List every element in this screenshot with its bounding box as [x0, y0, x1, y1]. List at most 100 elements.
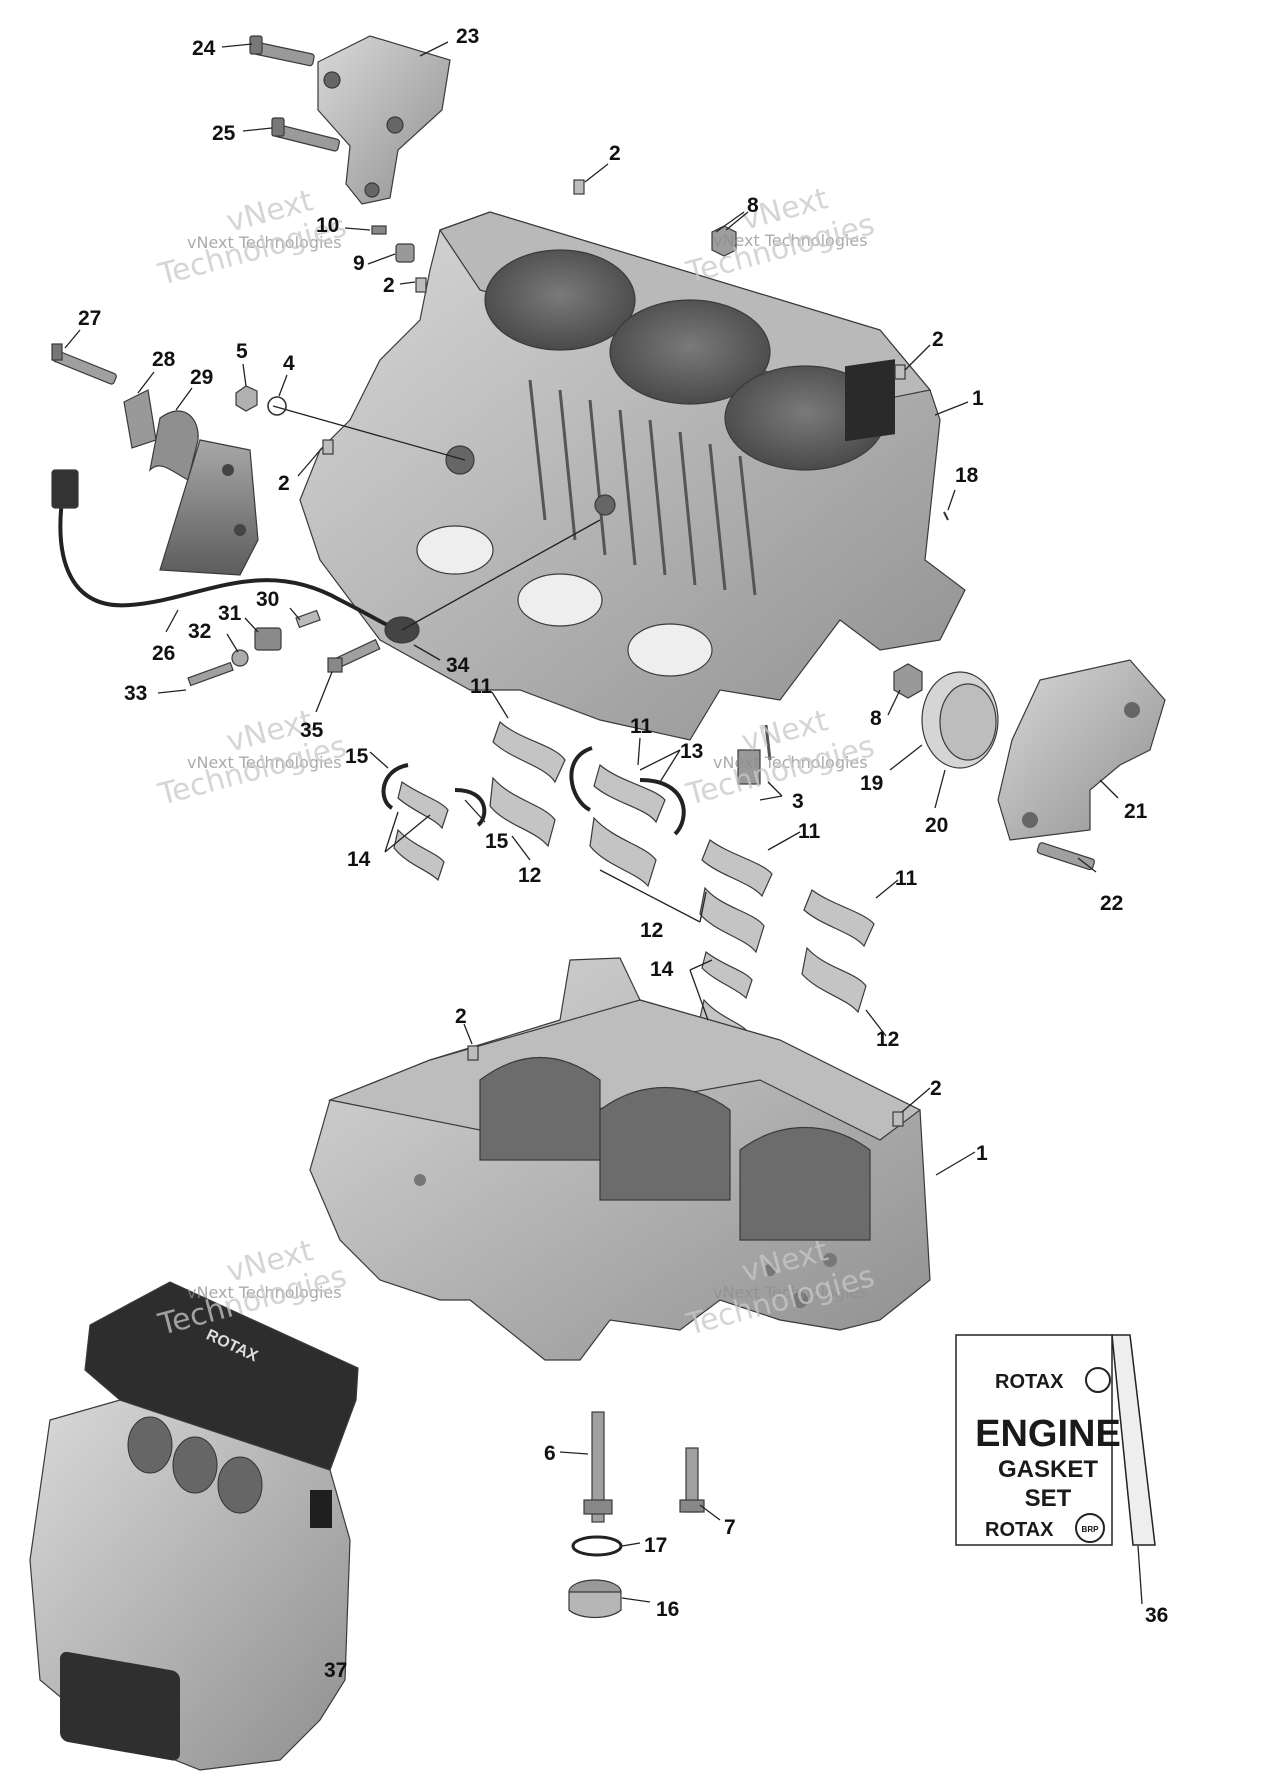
callout-29: 29: [190, 366, 213, 389]
crankcase-label-plate: [845, 359, 895, 442]
callout-14: 14: [347, 848, 371, 871]
svg-text:vNext Technologies: vNext Technologies: [187, 1283, 342, 1302]
callout-33: 33: [124, 682, 147, 705]
engine-mount-bracket-side-21: [997, 659, 1166, 841]
callout-23: 23: [456, 25, 479, 48]
brp-badge-bottom-icon: [1075, 1513, 1105, 1543]
brp-badge-text: BRP: [1082, 1525, 1100, 1534]
gasket-box-title: ENGINE: [975, 1413, 1121, 1455]
callout-17: 17: [644, 1534, 667, 1557]
o-ring-4: [267, 396, 287, 416]
callout-4: 4: [283, 352, 295, 375]
pin-18: [943, 511, 949, 521]
gasket-box-subtitle-line2: SET: [1025, 1485, 1072, 1512]
svg-text:vNext Technologies: vNext Technologies: [713, 753, 868, 772]
thrust-washers-13: [569, 746, 686, 836]
bolt-7: [679, 1447, 705, 1513]
washer-32: [231, 649, 249, 667]
o-ring-17: [571, 1535, 623, 1557]
bolt-22: [1036, 842, 1095, 871]
callout-6: 6: [544, 1442, 556, 1465]
drain-plug-16: [568, 1579, 622, 1619]
callout-11: 11: [470, 675, 493, 698]
callout-11: 11: [798, 820, 821, 843]
callout-8: 8: [747, 194, 759, 217]
rod-bearing-14a: [393, 780, 449, 882]
callout-2: 2: [455, 1005, 467, 1028]
plug-5: [235, 385, 258, 412]
dowel-pins-upper: [322, 179, 906, 455]
cover-20: [939, 683, 997, 761]
spacer-30: [295, 609, 321, 629]
callout-25: 25: [212, 122, 236, 145]
dowel-pins-lower: [467, 1045, 904, 1127]
callout-2: 2: [609, 142, 621, 165]
callout-37: 37: [324, 1659, 347, 1682]
callout-1: 1: [972, 387, 984, 410]
callout-12: 12: [518, 864, 541, 887]
svg-text:vNext Technologies: vNext Technologies: [187, 753, 342, 772]
knock-sensor-wire: [51, 469, 399, 632]
callout-2: 2: [278, 472, 290, 495]
callout-31: 31: [218, 602, 242, 625]
bolt-25: [271, 117, 341, 152]
lower-crankcase: [309, 957, 931, 1361]
main-bearing-11c: [699, 839, 773, 954]
callout-8: 8: [870, 707, 882, 730]
upper-crankcase: [299, 211, 966, 741]
callout-14: 14: [650, 958, 674, 981]
callout-12: 12: [876, 1028, 899, 1051]
svg-text:vNext Technologies: vNext Technologies: [713, 1283, 868, 1302]
bolt-33: [187, 661, 234, 687]
callout-26: 26: [152, 642, 175, 665]
brp-badge-top-icon: [1085, 1367, 1111, 1393]
cylinder-bore-1: [484, 249, 636, 351]
callout-2: 2: [383, 274, 395, 297]
callout-20: 20: [925, 814, 948, 837]
callout-21: 21: [1124, 800, 1148, 823]
callout-30: 30: [256, 588, 279, 611]
svg-text:vNext Technologies: vNext Technologies: [713, 231, 868, 250]
main-bearing-11b: [589, 763, 666, 888]
gasket-box-brand-bottom: ROTAX: [985, 1519, 1054, 1541]
callout-10: 10: [316, 214, 339, 237]
callout-28: 28: [152, 348, 176, 371]
callout-2: 2: [932, 328, 944, 351]
gasket-box-brand-top: ROTAX: [995, 1371, 1064, 1393]
leader-lines: [64, 41, 1143, 1605]
callout-7: 7: [724, 1516, 736, 1539]
callout-2: 2: [930, 1077, 942, 1100]
callout-3: 3: [792, 790, 804, 813]
svg-text:vNext Technologies: vNext Technologies: [187, 233, 342, 252]
callout-32: 32: [188, 620, 211, 643]
callout-36: 36: [1145, 1604, 1168, 1627]
callout-15: 15: [345, 745, 369, 768]
watermark-3: vNext vNext Technologies Technologies: [154, 703, 350, 813]
clip-28: [123, 389, 157, 449]
callout-5: 5: [236, 340, 248, 363]
bolt-35: [327, 638, 381, 673]
bushing-31: [254, 627, 282, 651]
callout-11: 11: [895, 867, 918, 890]
callout-18: 18: [955, 464, 979, 487]
bolt-6: [583, 1411, 613, 1523]
callout-27: 27: [78, 307, 101, 330]
gasket-box-subtitle-line1: GASKET: [998, 1456, 1098, 1483]
plug-8-side: [893, 663, 923, 699]
oil-jet-3: [737, 724, 772, 785]
callout-11: 11: [630, 715, 653, 738]
cylinder-bore-2: [609, 299, 771, 405]
callout-35: 35: [300, 719, 324, 742]
main-bearing-11a: [489, 720, 566, 848]
callout-9: 9: [353, 252, 365, 275]
bolt-24: [249, 35, 315, 67]
cylinder-cooling-fins: [528, 379, 757, 596]
engine-gasket-set-box: ROTAX ENGINE GASKET SET ROTAX BRP: [955, 1334, 1156, 1546]
callout-19: 19: [860, 772, 883, 795]
callout-24: 24: [192, 37, 216, 60]
screw-10: [371, 225, 387, 235]
callout-1: 1: [976, 1142, 988, 1165]
thrust-washers-15: [381, 763, 487, 827]
sensor-bracket-26: [159, 439, 259, 576]
